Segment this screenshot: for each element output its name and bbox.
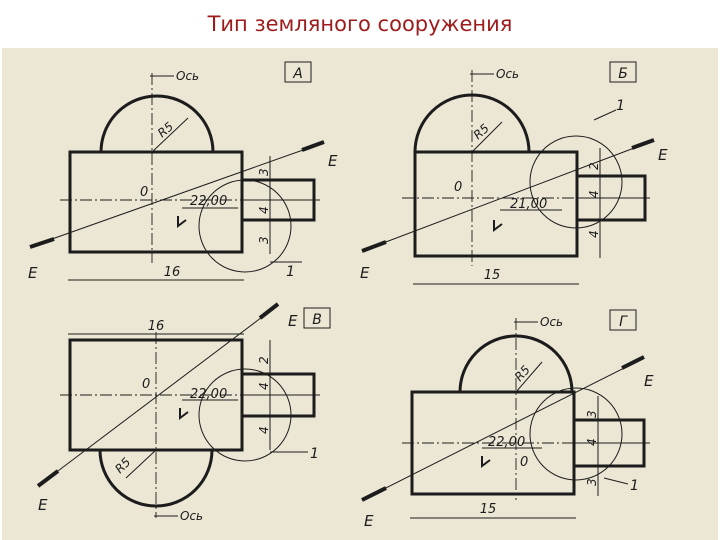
slide-title: Тип земляного сооружения — [207, 12, 513, 36]
axis-label-a: Ось — [176, 69, 199, 83]
letter-box-c — [303, 307, 331, 329]
dim-side-d-2: 4 — [585, 438, 599, 446]
section-label-d-left: E — [364, 512, 374, 530]
dim-side-b-3: 4 — [587, 230, 601, 238]
dim-top-c: 16 — [148, 319, 165, 334]
drawing-sheet — [2, 48, 718, 540]
slope-mark-c — [179, 408, 189, 420]
radius-label-a: R5 — [155, 119, 176, 140]
slope-mark-a — [177, 216, 187, 228]
detail-circle-a — [198, 179, 292, 273]
semicircle-a — [99, 94, 215, 153]
dim-side-b-2: 4 — [587, 190, 601, 198]
dim-bottom-d: 15 — [480, 502, 497, 517]
semicircle-c — [98, 449, 214, 508]
section-line-b — [369, 141, 651, 249]
earthwork-drawings: А Ось R5 0 22,00 E E 16 3 4 3 1 Б — [28, 61, 668, 530]
dim-side-d-1: 3 — [585, 410, 599, 418]
elevation-c: 22,00 — [190, 387, 227, 402]
dim-side-c-3: 4 — [257, 426, 271, 434]
diagram-a: А Ось R5 0 22,00 E E 16 3 4 3 1 — [28, 61, 338, 282]
dim-side-d-3: 3 — [585, 478, 599, 486]
dim-bottom-b: 15 — [484, 268, 501, 283]
section-label-d-right: E — [644, 372, 654, 390]
dim-side-a-3: 3 — [257, 236, 271, 244]
note-label-b: 1 — [616, 98, 625, 114]
radius-label-d: R5 — [512, 363, 533, 384]
section-label-a-right: E — [328, 152, 338, 170]
detail-circle-d — [529, 387, 623, 481]
elevation-a: 22,00 — [190, 194, 227, 209]
diagram-b: Б Ось R5 0 21,00 E E 15 2 4 4 1 — [360, 61, 668, 285]
detail-circle-c — [198, 368, 292, 462]
section-label-c-left: E — [38, 496, 48, 514]
radius-label-b: R5 — [471, 121, 492, 142]
origin-label-a: 0 — [140, 185, 148, 200]
diagram-d: Г Ось R5 0 22,00 E E 15 3 4 3 1 — [361, 309, 654, 530]
letter-b: Б — [618, 66, 628, 82]
section-label-b-right: E — [658, 146, 668, 164]
diagram-c: В Ось R5 0 22,00 E E 16 2 4 4 1 — [36, 302, 331, 523]
semicircle-d — [458, 334, 574, 393]
semicircle-b — [413, 93, 531, 153]
dim-bottom-a: 16 — [164, 265, 181, 280]
radius-label-c: R5 — [112, 455, 133, 476]
plan-rect-b — [413, 150, 579, 258]
letter-box-d — [609, 309, 637, 331]
origin-label-c: 0 — [142, 377, 150, 392]
letter-a: А — [292, 66, 303, 82]
letter-box-a — [284, 61, 312, 83]
note-label-d: 1 — [630, 478, 639, 494]
section-label-c-right: E — [288, 312, 298, 330]
axis-label-d: Ось — [540, 315, 563, 329]
dim-side-a-1: 3 — [257, 168, 271, 176]
dim-side-a-2: 4 — [257, 206, 271, 214]
note-label-c: 1 — [310, 446, 319, 462]
letter-c: В — [312, 312, 322, 328]
axis-label-c: Ось — [180, 509, 203, 523]
elevation-b: 21,00 — [510, 197, 547, 212]
dim-side-c-1: 2 — [257, 356, 271, 364]
note-label-a: 1 — [286, 264, 295, 280]
slope-mark-d — [481, 456, 491, 468]
letter-box-b — [609, 61, 637, 83]
dim-side-b-1: 2 — [587, 162, 601, 170]
origin-label-d: 0 — [520, 455, 528, 470]
slope-mark-b — [493, 220, 503, 232]
section-label-a-left: E — [28, 264, 38, 282]
origin-label-b: 0 — [454, 180, 462, 195]
section-line-a — [37, 143, 321, 245]
detail-circle-b — [529, 135, 623, 229]
dim-side-c-2: 4 — [257, 382, 271, 390]
axis-label-b: Ось — [496, 67, 519, 81]
section-line-d — [369, 359, 641, 497]
letter-d: Г — [619, 314, 628, 330]
elevation-d: 22,00 — [488, 435, 525, 450]
section-line-c — [45, 307, 275, 481]
section-label-b-left: E — [360, 264, 370, 282]
